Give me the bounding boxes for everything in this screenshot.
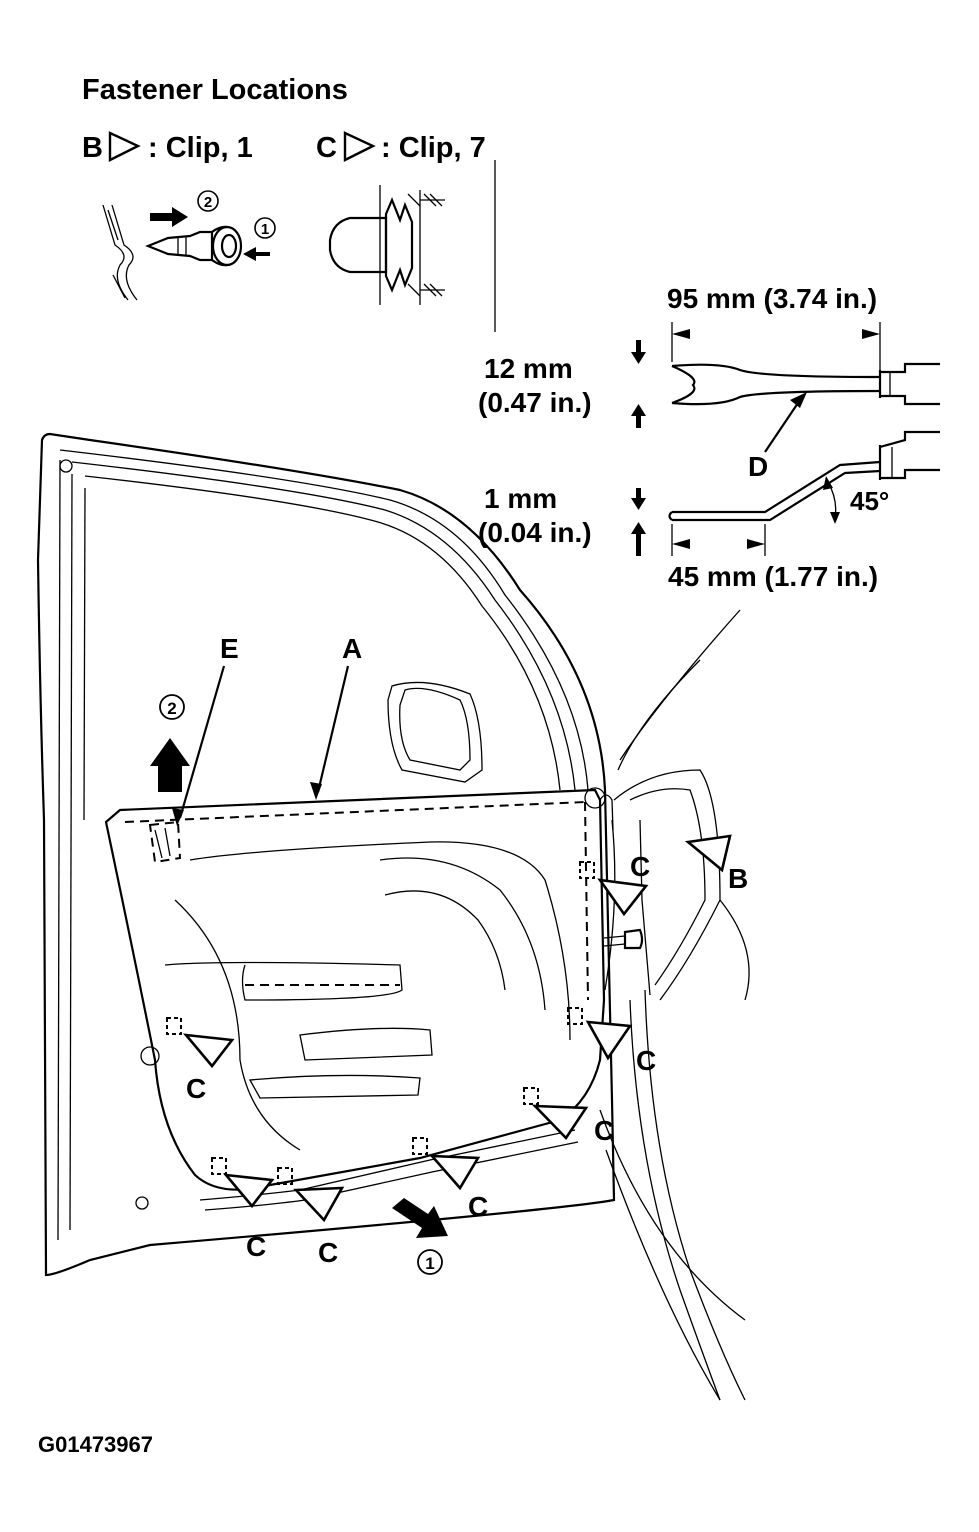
arrow-down-right-icon	[392, 1198, 448, 1238]
panel-label-a: A	[342, 633, 362, 664]
step-1-label-top: 1	[261, 221, 269, 238]
arrow-right-icon	[150, 207, 188, 227]
clip-c-triangle-icon-3	[585, 1020, 633, 1061]
dim-width: 12 mm	[484, 353, 573, 384]
clip-c-triangle-icon-1	[597, 878, 649, 917]
dim-thickness-in: (0.04 in.)	[478, 517, 592, 548]
body-pillar	[599, 609, 750, 1401]
arrow-up-icon	[150, 738, 190, 792]
clip-c-label-7: C	[318, 1237, 338, 1268]
legend-c-triangle-icon	[343, 131, 376, 162]
title: Fastener Locations	[82, 74, 348, 106]
clip-markers	[166, 861, 595, 1185]
dim-length-bottom: 45 mm (1.77 in.)	[668, 561, 878, 592]
figure-id: G01473967	[38, 1432, 153, 1457]
clip-c-detail	[328, 185, 445, 305]
step-2-circle-top	[197, 190, 219, 212]
step-2-label: 2	[167, 699, 176, 718]
clip-c-triangle-icon-4	[531, 1104, 589, 1141]
clip-b-triangle-icon	[684, 834, 732, 873]
clip-b-label: B	[728, 863, 748, 894]
legend-b-triangle-icon	[108, 131, 141, 162]
step-1-circle-top	[254, 217, 276, 239]
clip-c-label-1: C	[630, 851, 650, 882]
door-outline	[36, 432, 616, 1277]
clip-c-label-2: C	[186, 1073, 206, 1104]
step-2-label-top: 2	[204, 194, 212, 211]
tool-d-detail	[631, 322, 940, 556]
tool-label-d: D	[748, 451, 768, 482]
step-1-circle	[417, 1249, 443, 1275]
legend-b-text: : Clip, 1	[148, 132, 253, 164]
legend-c-text: : Clip, 7	[381, 132, 486, 164]
clip-c-triangle-icon-5	[429, 1154, 481, 1191]
clip-c-triangle-icon-7	[293, 1186, 345, 1223]
legend-b-letter: B	[82, 132, 103, 164]
door-panel-a	[104, 787, 614, 1211]
step-1-label: 1	[425, 1254, 434, 1273]
dim-angle: 45°	[850, 486, 889, 516]
legend-c-letter: C	[316, 132, 337, 164]
handle-label-e: E	[220, 633, 239, 664]
step-2-circle	[159, 694, 185, 720]
dim-length-top: 95 mm (3.74 in.)	[667, 283, 877, 314]
clip-c-label-4: C	[594, 1115, 614, 1146]
clip-c-label-5: C	[468, 1191, 488, 1222]
clip-b-detail	[102, 204, 270, 301]
clip-c-triangle-icon-6	[222, 1173, 275, 1209]
clip-c-label-6: C	[246, 1231, 266, 1262]
dim-thickness: 1 mm	[484, 483, 557, 514]
clip-c-triangle-icon-2	[182, 1033, 235, 1069]
dim-width-in: (0.47 in.)	[478, 387, 592, 418]
clip-c-label-3: C	[636, 1045, 656, 1076]
arrow-left-icon	[243, 247, 270, 261]
